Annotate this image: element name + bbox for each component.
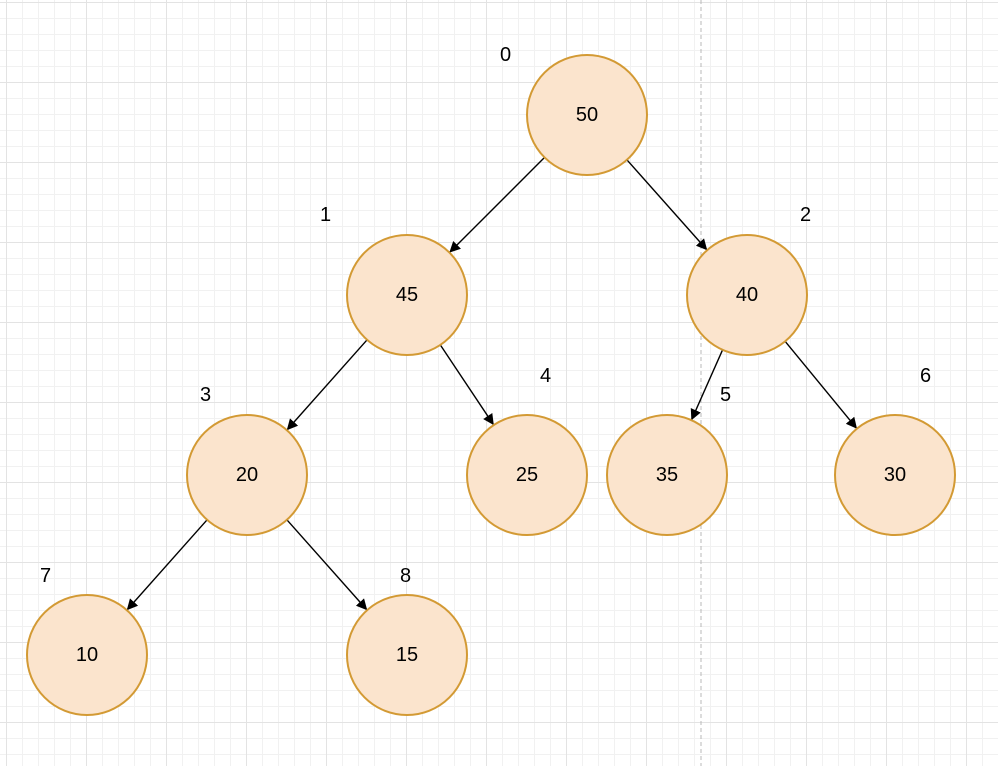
node-value: 15 [396,644,418,666]
node-value: 40 [736,284,758,306]
tree-node[interactable]: 7 10 [26,565,148,716]
edge-arrow [784,340,857,429]
node-circle [186,414,308,536]
edge-arrow [286,339,368,431]
nodes-layer: 0 50 1 45 2 40 3 20 4 25 5 35 [26,44,956,716]
node-circle [466,414,588,536]
tree-node[interactable]: 4 25 [466,365,588,536]
node-value: 45 [396,284,418,306]
tree-node[interactable]: 2 40 [686,204,811,356]
node-index-label: 7 [40,565,51,587]
tree-node[interactable]: 5 35 [606,384,731,536]
edge-arrow [126,519,208,611]
edge-arrow [690,349,724,421]
node-value: 50 [576,104,598,126]
node-value: 25 [516,464,538,486]
node-value: 20 [236,464,258,486]
edges-layer [126,156,857,611]
node-value: 30 [884,464,906,486]
tree-node[interactable]: 6 30 [834,365,956,536]
node-value: 10 [76,644,98,666]
node-index-label: 3 [200,384,211,406]
node-circle [346,234,468,356]
node-index-label: 8 [400,565,411,587]
tree-node[interactable]: 1 45 [320,204,468,356]
edge-arrow [286,519,368,611]
node-index-label: 2 [800,204,811,226]
node-index-label: 4 [540,365,551,387]
node-circle [346,594,468,716]
edge-arrow [449,156,546,253]
tree-node[interactable]: 0 50 [500,44,648,176]
node-value: 35 [656,464,678,486]
node-index-label: 1 [320,204,331,226]
tree-node[interactable]: 3 20 [186,384,308,536]
tree-node[interactable]: 8 15 [346,565,468,716]
node-circle [606,414,728,536]
edge-arrow [626,159,708,251]
node-circle [526,54,648,176]
edge-arrow [439,344,494,426]
node-index-label: 6 [920,365,931,387]
node-index-label: 0 [500,44,511,66]
node-index-label: 5 [720,384,731,406]
node-circle [26,594,148,716]
node-circle [686,234,808,356]
node-circle [834,414,956,536]
